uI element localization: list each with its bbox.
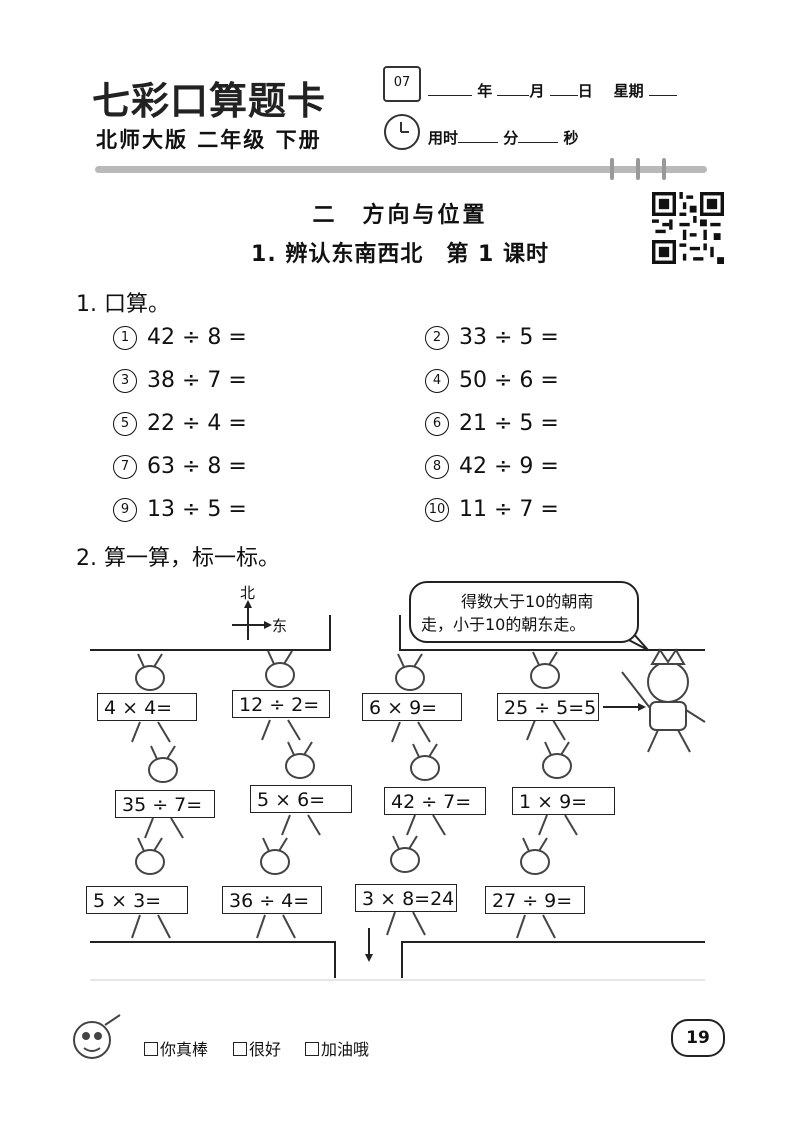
calc-expression: 63 ÷ 8 = xyxy=(147,454,247,479)
checkbox-icon xyxy=(233,1042,247,1056)
calc-expression: 42 ÷ 9 = xyxy=(459,454,559,479)
header-divider xyxy=(95,166,707,173)
qr-code-icon[interactable] xyxy=(652,192,724,264)
month-label: 月 xyxy=(529,82,545,100)
item-number: 7 xyxy=(113,455,137,479)
calendar-icon: 07 xyxy=(383,66,421,102)
equation-box: 1 × 9= xyxy=(512,787,615,815)
maze-wall xyxy=(399,615,705,651)
calc-item-4: 4 50 ÷ 6 = xyxy=(425,368,559,393)
item-number: 6 xyxy=(425,412,449,436)
calc-expression: 13 ÷ 5 = xyxy=(147,497,247,522)
bug-figure xyxy=(261,650,301,741)
equation-box: 6 × 9= xyxy=(362,693,462,721)
calc-item-2: 2 33 ÷ 5 = xyxy=(425,325,559,350)
divider-rivet xyxy=(636,158,640,180)
bug-figure xyxy=(516,837,556,939)
brand-title: 七彩口算题卡 xyxy=(92,78,327,123)
rating-label: 加油哦 xyxy=(321,1040,370,1059)
item-number: 1 xyxy=(113,326,137,350)
bug-figure xyxy=(526,651,566,741)
item-number: 10 xyxy=(425,498,449,522)
equation-box: 5 × 3= xyxy=(86,886,188,914)
monkey-character xyxy=(621,648,706,753)
divider-rivet xyxy=(662,158,666,180)
bug-figure xyxy=(538,741,578,836)
bug-figure xyxy=(256,837,296,939)
equation-box: 4 × 4= xyxy=(97,693,197,721)
checkbox-icon xyxy=(144,1042,158,1056)
equation-box: 35 ÷ 7= xyxy=(115,790,215,818)
equation-box: 25 ÷ 5=5 xyxy=(497,693,599,721)
page-number: 19 xyxy=(671,1019,725,1057)
item-number: 5 xyxy=(113,412,137,436)
calc-item-8: 8 42 ÷ 9 = xyxy=(425,454,559,479)
bug-figure xyxy=(391,653,431,743)
maze-wall xyxy=(401,941,705,978)
divider-rivet xyxy=(610,158,614,180)
section2-heading: 2. 算一算，标一标。 xyxy=(76,546,280,571)
bug-figure xyxy=(386,835,426,936)
unit-title: 二 方向与位置 xyxy=(312,203,488,228)
calc-expression: 42 ÷ 8 = xyxy=(147,325,247,350)
mascot-icon xyxy=(73,1014,121,1059)
day-label: 日 xyxy=(577,82,593,100)
weekday-label: 星期 xyxy=(613,82,644,100)
clock-icon xyxy=(384,114,420,150)
maze-wall xyxy=(90,941,336,978)
section1-heading: 1. 口算。 xyxy=(76,292,170,317)
calc-item-6: 6 21 ÷ 5 = xyxy=(425,411,559,436)
speech-bubble: 得数大于10的朝南 走，小于10的朝东走。 xyxy=(409,581,639,643)
item-number: 8 xyxy=(425,455,449,479)
calc-expression: 11 ÷ 7 = xyxy=(459,497,559,522)
compass-north-label: 北 xyxy=(240,584,256,602)
calc-item-9: 9 13 ÷ 5 = xyxy=(113,497,247,522)
minute-label: 分 xyxy=(503,129,519,147)
calc-item-10: 10 11 ÷ 7 = xyxy=(425,497,559,522)
equation-box: 27 ÷ 9= xyxy=(485,886,585,914)
calc-item-5: 5 22 ÷ 4 = xyxy=(113,411,247,436)
equation-box: 3 × 8=24 xyxy=(355,884,457,912)
bug-figure xyxy=(131,653,171,743)
calc-item-1: 1 42 ÷ 8 = xyxy=(113,325,247,350)
calc-expression: 33 ÷ 5 = xyxy=(459,325,559,350)
rating-label: 很好 xyxy=(249,1040,282,1059)
checkbox-icon xyxy=(305,1042,319,1056)
calc-item-3: 3 38 ÷ 7 = xyxy=(113,368,247,393)
item-number: 4 xyxy=(425,369,449,393)
rating-option-2[interactable]: 很好 xyxy=(233,1036,281,1060)
rating-option-1[interactable]: 你真棒 xyxy=(144,1036,208,1060)
calc-expression: 38 ÷ 7 = xyxy=(147,368,247,393)
edition-label: 北师大版 二年级 下册 xyxy=(96,128,322,152)
equation-box: 12 ÷ 2= xyxy=(232,690,330,718)
time-fields: 用时 分 秒 xyxy=(428,127,579,148)
bubble-line-2: 走，小于10的朝东走。 xyxy=(421,615,586,634)
equation-box: 42 ÷ 7= xyxy=(384,787,486,815)
calc-expression: 22 ÷ 4 = xyxy=(147,411,247,436)
bug-figure xyxy=(406,743,446,836)
compass-east-label: 东 xyxy=(272,617,288,635)
lesson-title: 1. 辨认东南西北 第 1 课时 xyxy=(251,242,549,267)
equation-box: 5 × 6= xyxy=(250,785,352,813)
bubble-line-1: 得数大于10的朝南 xyxy=(461,592,594,611)
date-fields: 年 月 日 星期 xyxy=(428,80,677,101)
rating-option-3[interactable]: 加油哦 xyxy=(305,1036,369,1060)
second-label: 秒 xyxy=(563,129,579,147)
calc-item-7: 7 63 ÷ 8 = xyxy=(113,454,247,479)
item-number: 3 xyxy=(113,369,137,393)
equation-box: 36 ÷ 4= xyxy=(222,886,322,914)
calc-expression: 50 ÷ 6 = xyxy=(459,368,559,393)
year-label: 年 xyxy=(477,82,493,100)
calc-expression: 21 ÷ 5 = xyxy=(459,411,559,436)
rating-label: 你真棒 xyxy=(160,1040,209,1059)
time-label: 用时 xyxy=(428,129,459,147)
bug-figure xyxy=(144,745,184,839)
maze-wall xyxy=(90,615,331,651)
item-number: 9 xyxy=(113,498,137,522)
bug-figure xyxy=(281,741,321,836)
bug-figure xyxy=(131,837,171,939)
item-number: 2 xyxy=(425,326,449,350)
